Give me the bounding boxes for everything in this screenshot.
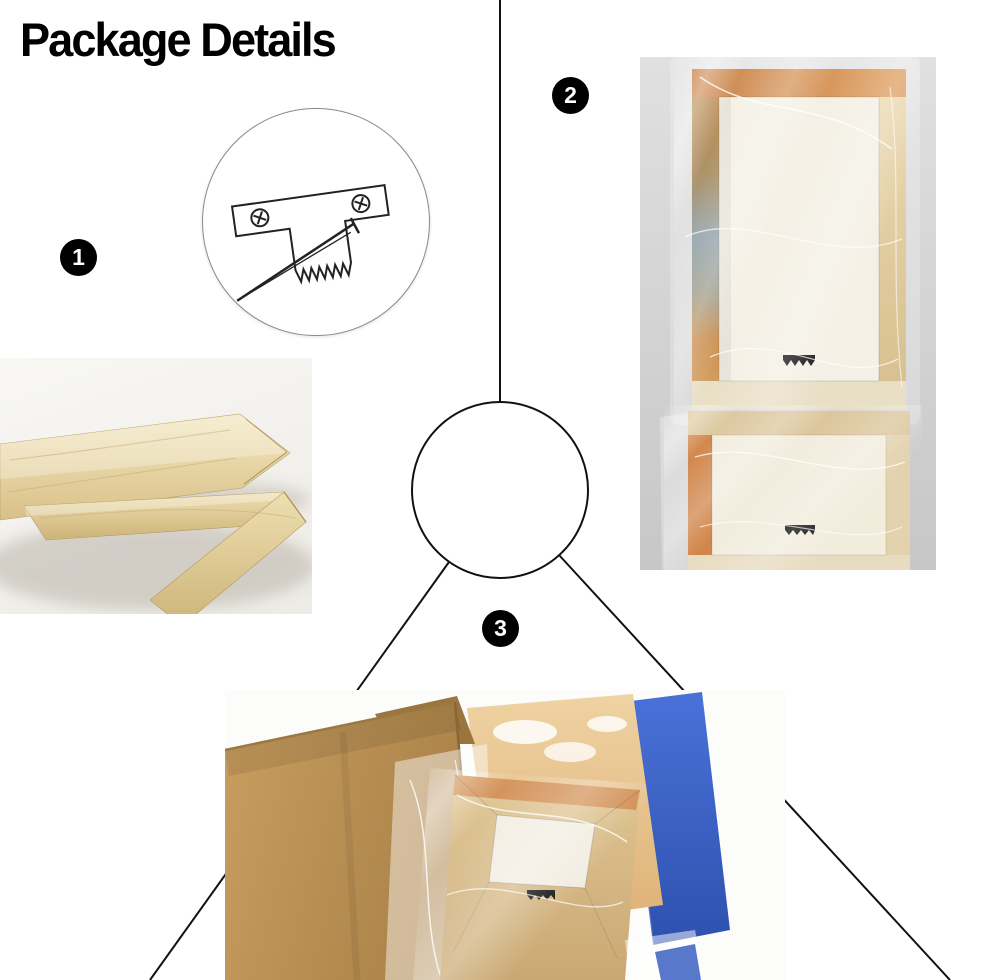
hanger-plate [230,183,390,285]
wood-bars-graphic [0,413,312,614]
wood-frame-photo [0,358,312,614]
sawtooth-hanger-icon [230,183,390,302]
plastic-shine [413,768,647,980]
step-2-number: 2 [564,82,577,108]
wrapped-frames-graphic [660,57,922,570]
step-3-badge: 3 [482,610,519,647]
step-2-badge: 2 [552,77,589,114]
screw-icon [250,208,270,228]
page-title: Package Details [20,13,337,66]
mitered-bar [0,413,291,521]
plastic-shine [664,405,922,570]
step-3-number: 3 [494,615,507,641]
loose-plastic-bits [625,930,705,980]
top-wrapped-frame [670,57,920,425]
bottom-wrapped-frame [660,405,922,570]
step-1-badge: 1 [60,239,97,276]
hanger-hardware-inset [202,108,430,336]
plastic-shine [674,57,920,423]
package-box-photo [225,690,785,980]
hanger-drawing [230,183,390,302]
package-box-graphic [225,692,730,980]
nail-icon [236,222,355,302]
corner-frame-bar [23,491,307,614]
front-wrapped-frame [413,768,647,980]
center-circle [411,401,589,579]
step-1-number: 1 [72,244,85,270]
wrapped-frames-photo [640,57,936,570]
screw-icon [351,194,371,214]
